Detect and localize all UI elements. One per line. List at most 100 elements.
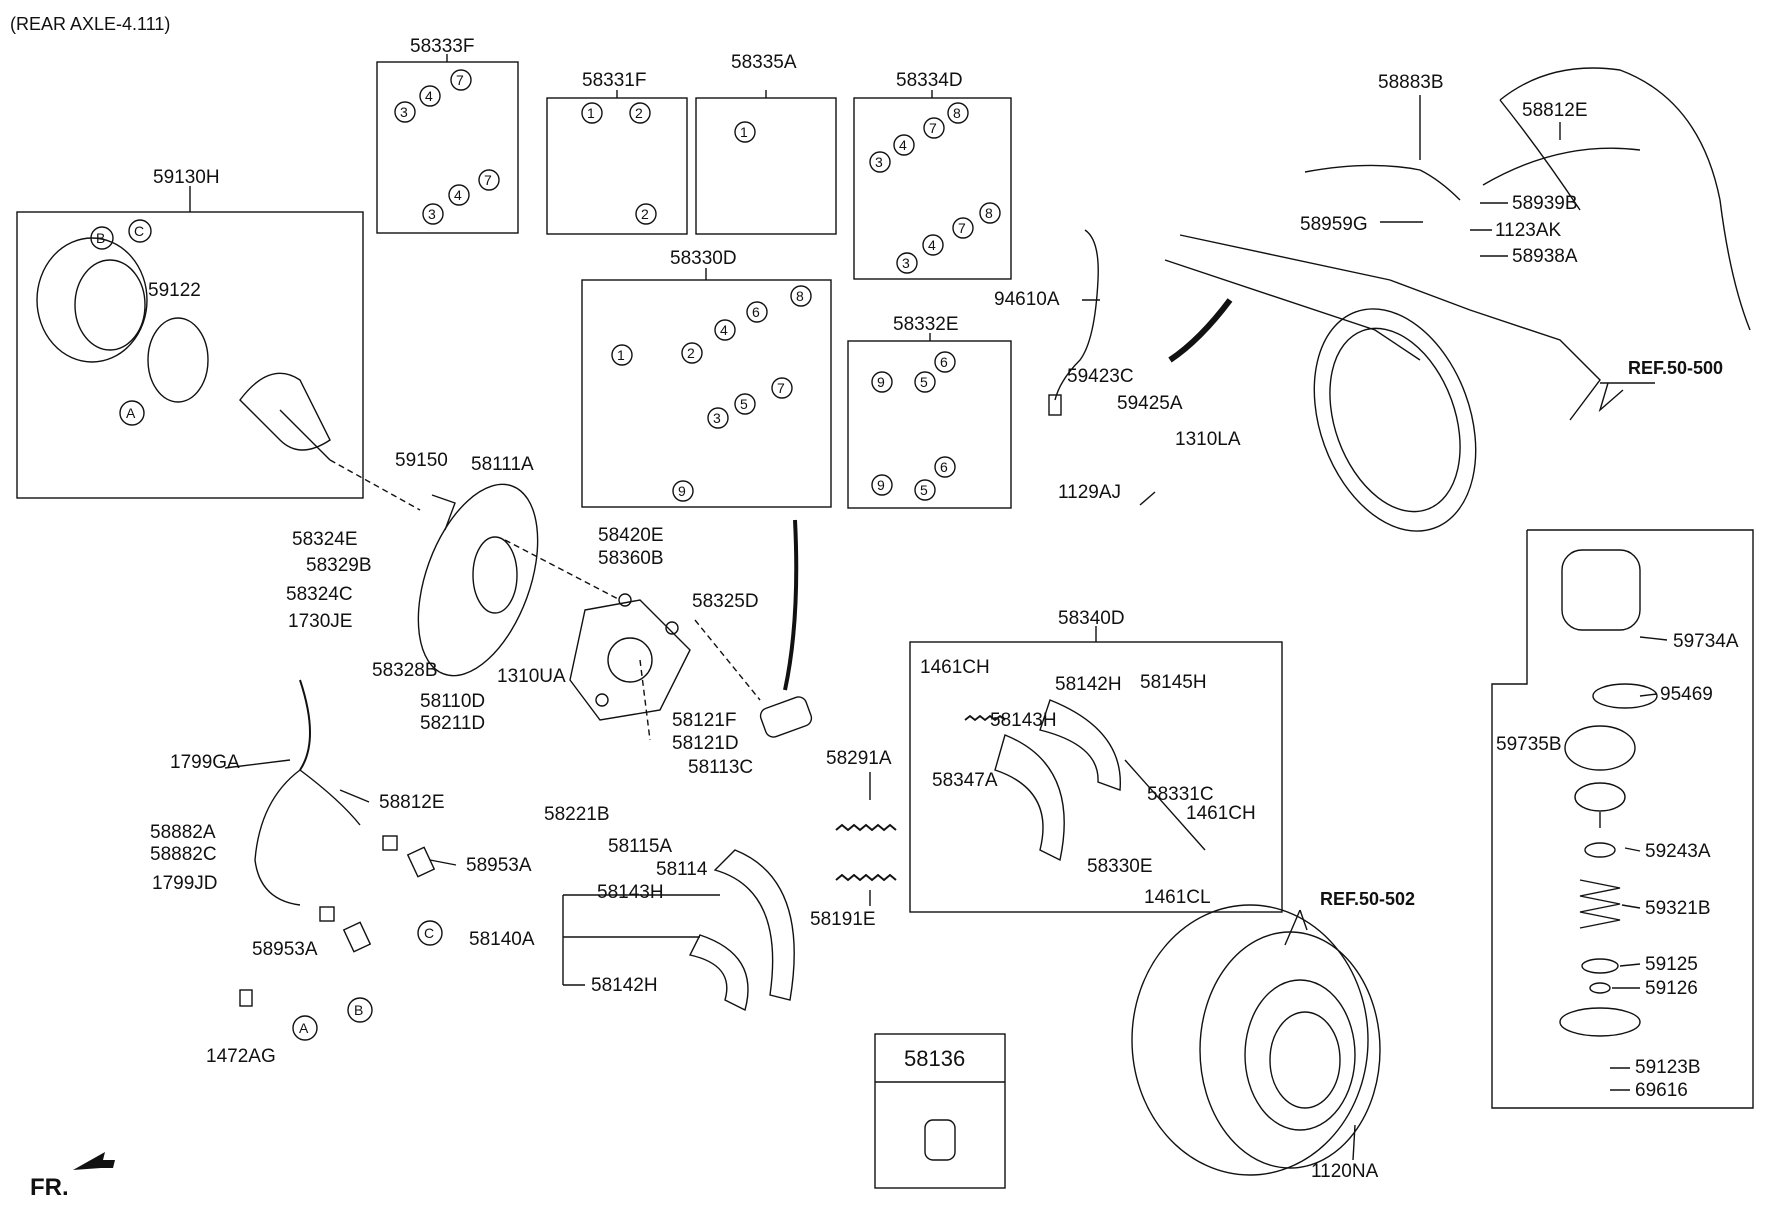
callout-text: 7 bbox=[777, 380, 785, 396]
kit-label: 58340D bbox=[1058, 608, 1125, 629]
kit-label: 58330D bbox=[670, 248, 737, 269]
part-label: 58111A bbox=[471, 454, 534, 475]
brake-drum-drawing bbox=[1131, 904, 1381, 1176]
kit-label: 58334D bbox=[896, 70, 963, 91]
hub-assembly-drawing bbox=[36, 237, 421, 511]
ref-arrows bbox=[1284, 382, 1655, 946]
callout-text: 8 bbox=[953, 105, 961, 121]
kit-box-58331f: 58331F bbox=[546, 70, 688, 235]
kit-label: 58333F bbox=[410, 36, 474, 57]
callout-text: 4 bbox=[928, 237, 936, 253]
callout-text: 4 bbox=[720, 322, 728, 338]
part-label: 58325D bbox=[692, 591, 759, 612]
part-label: 59735B bbox=[1496, 734, 1562, 755]
callout-text: C bbox=[424, 925, 434, 941]
part-label: 1472AG bbox=[206, 1046, 276, 1067]
part-label: 59126 bbox=[1645, 978, 1698, 999]
callout-numbers: 3 4 7 7 4 3 1 2 2 1 8 7 4 3 8 7 4 3 1 2 … bbox=[394, 69, 1001, 502]
part-label: 58324E bbox=[292, 529, 358, 550]
part-label: 1461CH bbox=[1186, 803, 1256, 824]
part-label: 58328B bbox=[372, 660, 438, 681]
part-label: 94610A bbox=[994, 289, 1060, 310]
part-label: 1461CL bbox=[1144, 887, 1211, 908]
part-label: 1123AK bbox=[1495, 220, 1562, 241]
part-label: 59425A bbox=[1117, 393, 1183, 414]
callout-text: 4 bbox=[425, 88, 433, 104]
part-label: 58329B bbox=[306, 555, 372, 576]
fr-arrow-icon bbox=[73, 1152, 115, 1170]
callout-text: 1 bbox=[617, 347, 625, 363]
kit-label: 58136 bbox=[904, 1046, 965, 1071]
callout-text: 6 bbox=[752, 304, 760, 320]
suspension-group-box bbox=[1491, 529, 1754, 1109]
brake-shoe-drawing bbox=[688, 849, 795, 1012]
spider-drawing bbox=[569, 593, 691, 721]
callout-text: 3 bbox=[428, 206, 436, 222]
part-label: 58938A bbox=[1512, 246, 1578, 267]
part-label: 58113C bbox=[688, 757, 753, 778]
part-label: 69616 bbox=[1635, 1080, 1688, 1101]
part-label: 58883B bbox=[1378, 72, 1444, 93]
part-label: 1129AJ bbox=[1058, 482, 1121, 503]
kit-box-58332e: 58332E bbox=[847, 314, 1012, 509]
part-label: 58953A bbox=[252, 939, 318, 960]
ref-label: REF.50-502 bbox=[1320, 889, 1415, 909]
hose-tube-drawing bbox=[239, 679, 436, 1007]
part-label: 58330E bbox=[1087, 856, 1153, 877]
callout-text: 9 bbox=[877, 374, 885, 390]
part-label: 1310UA bbox=[497, 666, 566, 687]
kit-box-58340d: 58340D bbox=[909, 608, 1283, 913]
part-label: 59123B bbox=[1635, 1057, 1701, 1078]
part-label: 58143H bbox=[597, 882, 664, 903]
callout-text: B bbox=[354, 1002, 363, 1018]
part-label: 58360B bbox=[598, 548, 664, 569]
actuator-drawing bbox=[759, 519, 813, 738]
part-label: 58142H bbox=[1055, 674, 1122, 695]
part-label: 58121D bbox=[672, 733, 739, 754]
callout-text: 3 bbox=[713, 410, 721, 426]
callout-text: B bbox=[96, 230, 105, 246]
callout-text: 8 bbox=[796, 288, 804, 304]
kit-box-58335a: 58335A bbox=[695, 52, 837, 235]
callout-text: 7 bbox=[484, 172, 492, 188]
kit-label: 58335A bbox=[731, 52, 797, 73]
part-label: 58143H bbox=[990, 710, 1057, 731]
kit-box-58330d: 58330D bbox=[581, 248, 832, 508]
part-label: 58324C bbox=[286, 584, 353, 605]
kit-box-58334d: 58334D bbox=[853, 70, 1012, 280]
part-label: 95469 bbox=[1660, 684, 1713, 705]
part-label: 58145H bbox=[1140, 672, 1207, 693]
callout-text: 3 bbox=[400, 104, 408, 120]
callout-text: 3 bbox=[902, 255, 910, 271]
sensor-wire-drawing bbox=[1048, 229, 1099, 416]
axle-housing-drawing bbox=[1164, 234, 1601, 532]
part-label: 59321B bbox=[1645, 898, 1711, 919]
callout-text: 2 bbox=[687, 345, 695, 361]
callout-text: A bbox=[126, 405, 136, 421]
callout-text: 6 bbox=[940, 354, 948, 370]
kit-box-58333f: 58333F bbox=[376, 36, 519, 234]
callout-text: 5 bbox=[920, 374, 928, 390]
part-label: 58140A bbox=[469, 929, 535, 950]
part-label: 1799GA bbox=[170, 752, 240, 773]
part-label: 59243A bbox=[1645, 841, 1711, 862]
part-label: 58114 bbox=[656, 859, 708, 880]
orientation-label: FR. bbox=[30, 1174, 69, 1201]
part-label: 58882C bbox=[150, 844, 217, 865]
part-labels: 59122 59150 58111A 58324E 58329B 58324C … bbox=[148, 72, 1739, 1182]
part-label: 58959G bbox=[1300, 214, 1368, 235]
callout-text: 7 bbox=[958, 220, 966, 236]
kit-box-58136: 58136 bbox=[874, 1033, 1006, 1189]
part-label: 58812E bbox=[379, 792, 445, 813]
callout-text: C bbox=[134, 223, 144, 239]
callout-text: 9 bbox=[678, 483, 686, 499]
callout-text: 4 bbox=[454, 187, 462, 203]
part-label: 59125 bbox=[1645, 954, 1698, 975]
part-label: 58115A bbox=[608, 836, 672, 857]
kit-shoe-drawing bbox=[964, 699, 1206, 862]
part-label: 59423C bbox=[1067, 366, 1134, 387]
part-label: 58420E bbox=[598, 525, 664, 546]
spring-drawing bbox=[835, 823, 897, 882]
part-label: 58191E bbox=[810, 909, 876, 930]
